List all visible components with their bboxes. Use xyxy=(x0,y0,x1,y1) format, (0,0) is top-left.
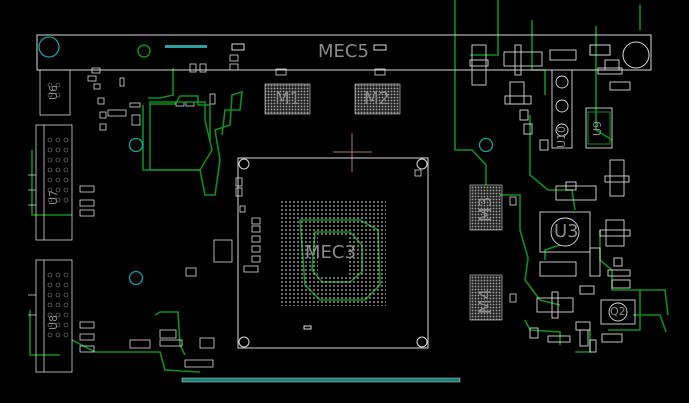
u8-label: U8 xyxy=(47,314,60,330)
passive-components-left[interactable] xyxy=(79,54,517,368)
m2-chip[interactable] xyxy=(354,83,401,115)
u7-label: U7 xyxy=(47,189,60,205)
left-connector-pins xyxy=(47,82,69,338)
mec5-label: MEC5 xyxy=(318,41,369,62)
bottom-edge-connector[interactable] xyxy=(181,377,461,383)
u6-label: U6 xyxy=(47,84,60,100)
mec3-bga-package[interactable] xyxy=(237,157,429,349)
m3-label: M3 xyxy=(476,196,496,222)
m1-label: M1 xyxy=(275,89,301,109)
u3-label: U3 xyxy=(554,221,579,242)
power-plane-outline xyxy=(149,101,213,171)
m2-label: M2 xyxy=(364,89,390,109)
u9-chip[interactable] xyxy=(587,111,611,145)
u9-label: U9 xyxy=(591,120,604,136)
u10-label: U10 xyxy=(555,125,568,148)
mec5-connector[interactable] xyxy=(36,34,652,71)
left-connectors[interactable] xyxy=(28,69,73,373)
m4-label: M4 xyxy=(476,288,496,314)
mec3-label: MEC3 xyxy=(305,242,356,263)
q2-label: Q2 xyxy=(610,305,626,318)
origin-crosshair xyxy=(333,133,372,172)
mounting-holes xyxy=(128,137,494,286)
m4-chip[interactable] xyxy=(469,274,503,321)
right-side-components[interactable] xyxy=(469,44,636,353)
m1-chip[interactable] xyxy=(264,83,311,115)
m3-chip[interactable] xyxy=(469,184,503,231)
